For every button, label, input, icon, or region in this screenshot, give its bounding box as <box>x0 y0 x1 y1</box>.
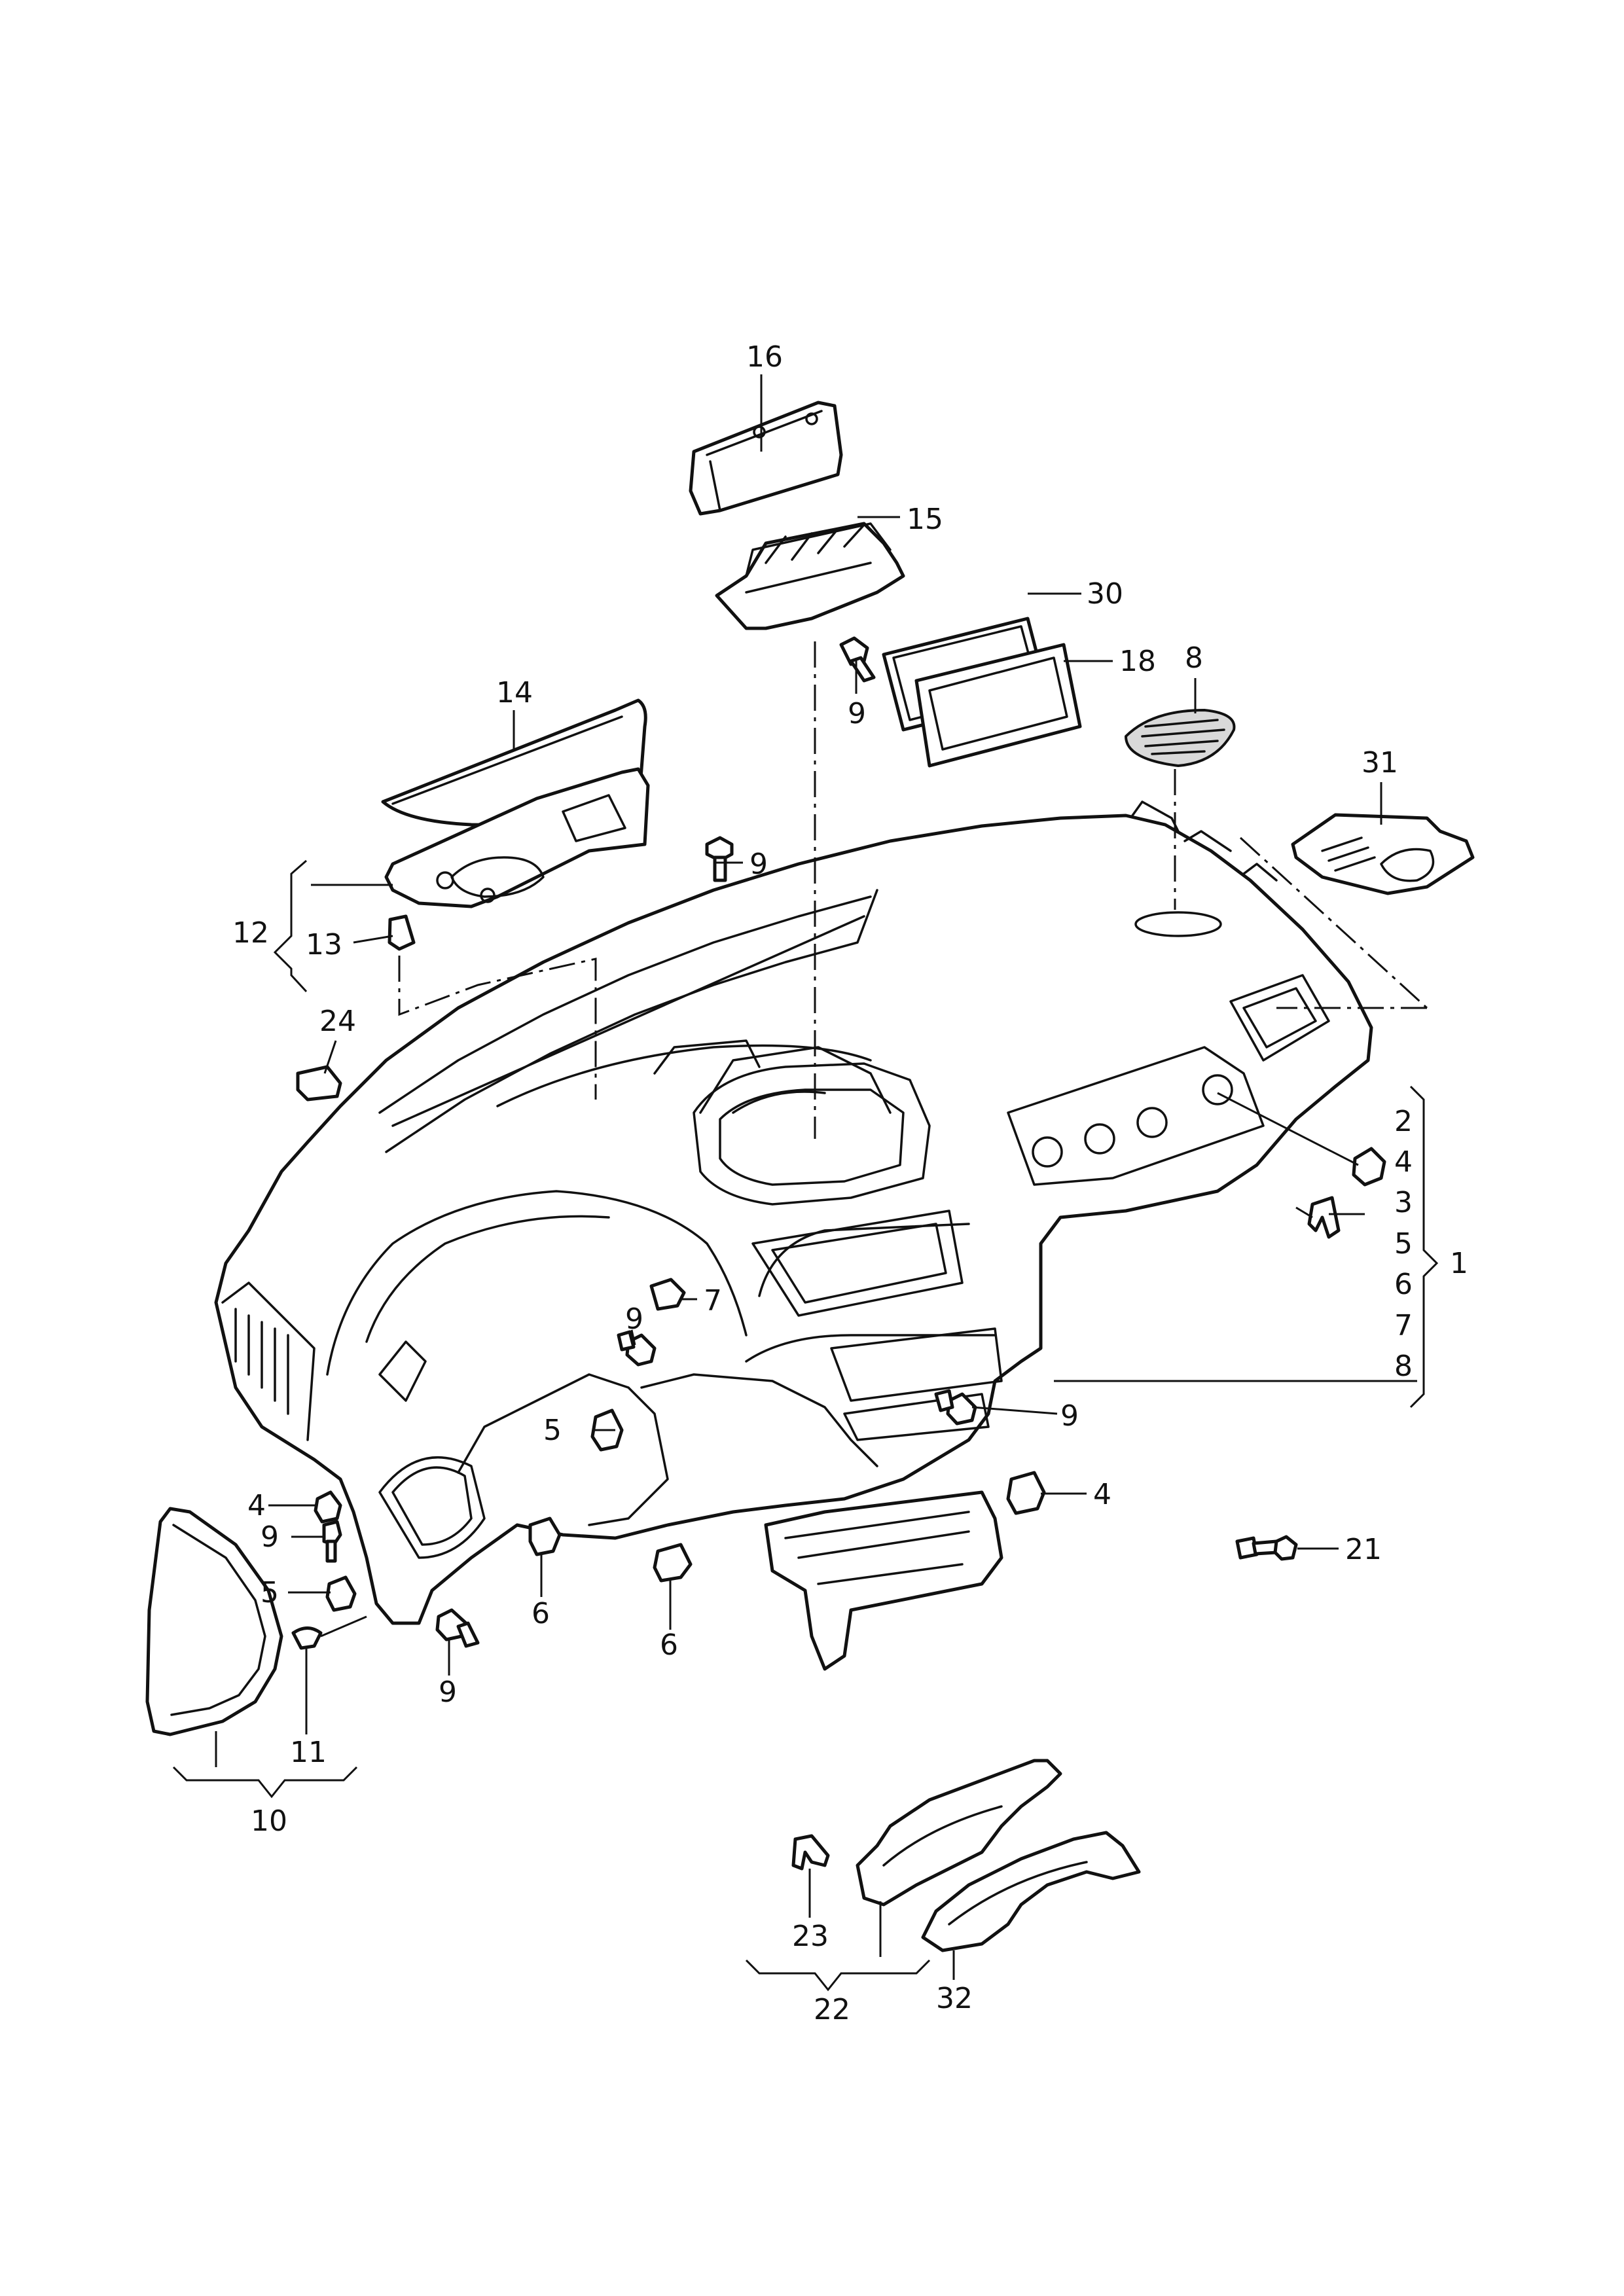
assembly-lines <box>398 641 1428 1139</box>
callout-9-lower: 9 <box>439 1676 457 1709</box>
bolt-9-right <box>934 1389 977 1426</box>
callout-2: 2 <box>1394 1105 1413 1138</box>
clip-23 <box>791 1834 830 1871</box>
callout-9-airbag: 9 <box>848 697 866 730</box>
callout-5-left: 5 <box>261 1576 279 1609</box>
callout-24: 24 <box>319 1005 356 1038</box>
callout-23: 23 <box>792 1920 829 1953</box>
brace-10 <box>172 1766 358 1799</box>
callout-12: 12 <box>232 916 269 950</box>
dashboard-panel <box>214 800 1373 1671</box>
clip-3 <box>1307 1196 1341 1239</box>
callout-4-right: 4 <box>1093 1478 1111 1511</box>
callout-1: 1 <box>1450 1247 1468 1280</box>
column-cover-32 <box>921 1831 1141 1952</box>
nut-4-right <box>1006 1471 1046 1515</box>
frame-18 <box>914 643 1082 768</box>
callout-4-group: 4 <box>1394 1145 1413 1179</box>
callout-5-mid: 5 <box>543 1414 562 1447</box>
leader-lines <box>215 374 1417 1980</box>
callout-14: 14 <box>496 676 533 709</box>
callout-9-left: 9 <box>261 1520 279 1554</box>
callout-31: 31 <box>1362 746 1398 780</box>
column-trim-22 <box>856 1759 1062 1907</box>
callout-7-mid: 7 <box>704 1284 722 1318</box>
end-cover-10 <box>145 1507 283 1736</box>
callout-8-group: 8 <box>1394 1350 1413 1383</box>
clip-6-right <box>653 1543 693 1583</box>
brace-22 <box>745 1959 931 1992</box>
brace-1 <box>1409 1085 1439 1408</box>
callout-8-top: 8 <box>1185 641 1203 675</box>
nut-2 <box>1352 1147 1386 1187</box>
callout-10: 10 <box>251 1804 287 1838</box>
bolt-9-airbag <box>839 636 876 683</box>
callout-30: 30 <box>1087 577 1123 611</box>
bolt-21 <box>1235 1535 1298 1561</box>
callout-21: 21 <box>1345 1533 1382 1566</box>
brace-12 <box>273 859 308 993</box>
speaker-cover-8 <box>1125 709 1236 767</box>
bolt-9-left <box>322 1520 342 1563</box>
callout-3: 3 <box>1394 1186 1413 1219</box>
callout-labels: 16 15 30 18 8 9 14 31 9 12 13 24 2 4 3 5… <box>232 340 1468 2026</box>
clip-13 <box>388 914 416 951</box>
callout-32: 32 <box>936 1982 973 2015</box>
airbag-cover-16 <box>689 401 843 516</box>
callout-6-left: 6 <box>532 1597 550 1630</box>
clip-24 <box>296 1065 342 1102</box>
clip-11 <box>291 1626 323 1650</box>
callout-9-top: 9 <box>749 848 768 881</box>
callout-4-left: 4 <box>247 1489 266 1522</box>
callout-5-group: 5 <box>1394 1227 1413 1261</box>
callout-16: 16 <box>746 340 783 374</box>
callout-13: 13 <box>306 928 342 961</box>
vent-31 <box>1291 813 1475 895</box>
callout-6-group: 6 <box>1394 1268 1413 1301</box>
bolt-9-lower <box>435 1608 480 1648</box>
callout-9-mid: 9 <box>625 1302 643 1336</box>
callout-6-right: 6 <box>660 1628 678 1662</box>
callout-18: 18 <box>1119 645 1156 678</box>
callout-9-right: 9 <box>1060 1399 1079 1433</box>
bolt-9-top <box>705 836 734 882</box>
callout-7-group: 7 <box>1394 1309 1413 1342</box>
callout-11: 11 <box>290 1736 327 1769</box>
braces <box>172 859 1439 1992</box>
clip-4-left <box>314 1490 342 1524</box>
clip-6-left <box>528 1516 562 1556</box>
airbag-15 <box>715 522 905 630</box>
callout-15: 15 <box>907 503 943 536</box>
trim-carrier-12 <box>384 767 650 908</box>
nut-5-left <box>325 1575 357 1612</box>
callout-22: 22 <box>814 1993 850 2026</box>
